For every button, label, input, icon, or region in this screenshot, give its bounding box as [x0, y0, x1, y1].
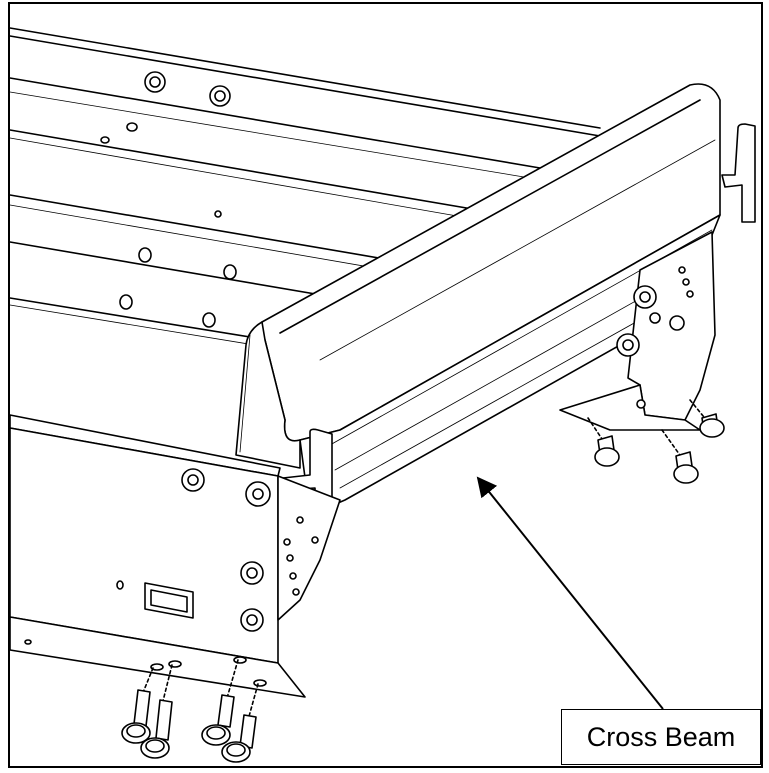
callout-box: Cross Beam [561, 709, 761, 765]
plate-nuts [24, 468, 271, 645]
callout-label: Cross Beam [586, 721, 736, 752]
cross-beam [235, 83, 721, 516]
callout-leader-line [476, 476, 664, 710]
figure-border [8, 2, 763, 768]
rail-fasteners [100, 71, 237, 328]
hook-bracket-right [721, 123, 756, 223]
front-side-plate [9, 414, 341, 698]
flange-holes [150, 656, 267, 687]
right-bracket-nuts [616, 285, 685, 357]
right-bolts [587, 399, 725, 484]
bottom-bolts [121, 659, 259, 763]
plate-slot [144, 582, 194, 619]
